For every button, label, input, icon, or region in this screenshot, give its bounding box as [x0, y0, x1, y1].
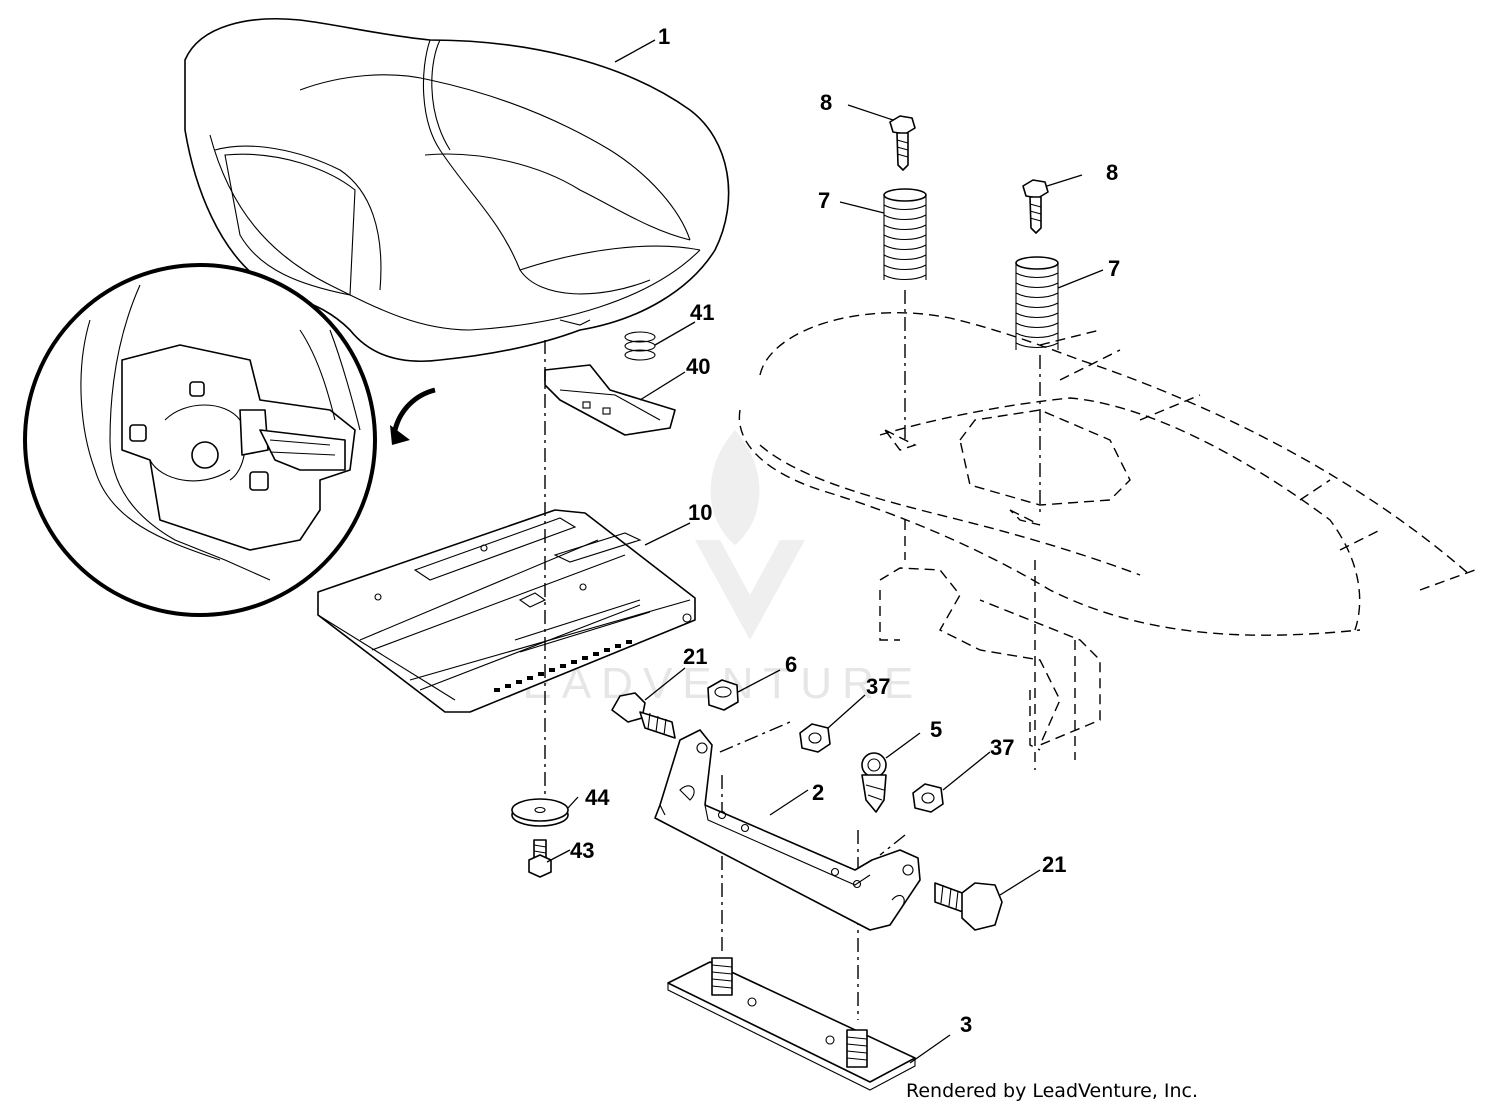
callout-6: 6	[785, 652, 797, 677]
detail-view	[23, 263, 436, 617]
callout-37-right: 37	[990, 735, 1014, 760]
plate-3	[667, 957, 916, 1091]
spring-41	[624, 331, 656, 361]
leader-lines	[546, 39, 1104, 1064]
callout-8-left: 8	[820, 90, 832, 115]
spring-7-left	[883, 188, 927, 281]
callout-5: 5	[930, 717, 942, 742]
callout-43: 43	[570, 838, 594, 863]
callout-37-left: 37	[866, 674, 890, 699]
callout-8-right: 8	[1106, 160, 1118, 185]
nut-37-right	[912, 783, 944, 813]
bolt-21-left	[611, 692, 676, 739]
nut-6	[707, 679, 739, 711]
callout-10: 10	[688, 500, 712, 525]
callout-3: 3	[960, 1012, 972, 1037]
mounting-bracket-2	[654, 729, 921, 931]
assembly-lines	[544, 290, 1041, 1020]
seat-pan-10	[317, 509, 696, 713]
bolt-8-left	[889, 115, 916, 171]
bolt-43	[528, 839, 552, 878]
callout-40: 40	[686, 354, 710, 379]
callout-44: 44	[585, 785, 610, 810]
bolt-8-right	[1022, 179, 1049, 234]
callout-2: 2	[812, 780, 824, 805]
washer-44	[511, 798, 569, 827]
mower-frame	[738, 312, 1476, 770]
callout-21-left: 21	[683, 644, 707, 669]
callout-1: 1	[658, 24, 670, 49]
seat-latch-40	[544, 364, 676, 436]
callout-41: 41	[690, 300, 714, 325]
callout-7-right: 7	[1108, 256, 1120, 281]
callout-21-right: 21	[1042, 852, 1066, 877]
credit-text: Rendered by LeadVenture, Inc.	[906, 1080, 1199, 1102]
callout-labels: 1 2 3 5 6 7 7 8 8 10 21 21 37 37 40 41 4…	[570, 24, 1120, 1037]
clip-5	[861, 752, 887, 813]
spring-7-right	[1015, 256, 1059, 350]
callout-7-left: 7	[818, 188, 830, 213]
nut-37-left	[799, 723, 831, 753]
bolt-21-right	[934, 882, 1003, 931]
